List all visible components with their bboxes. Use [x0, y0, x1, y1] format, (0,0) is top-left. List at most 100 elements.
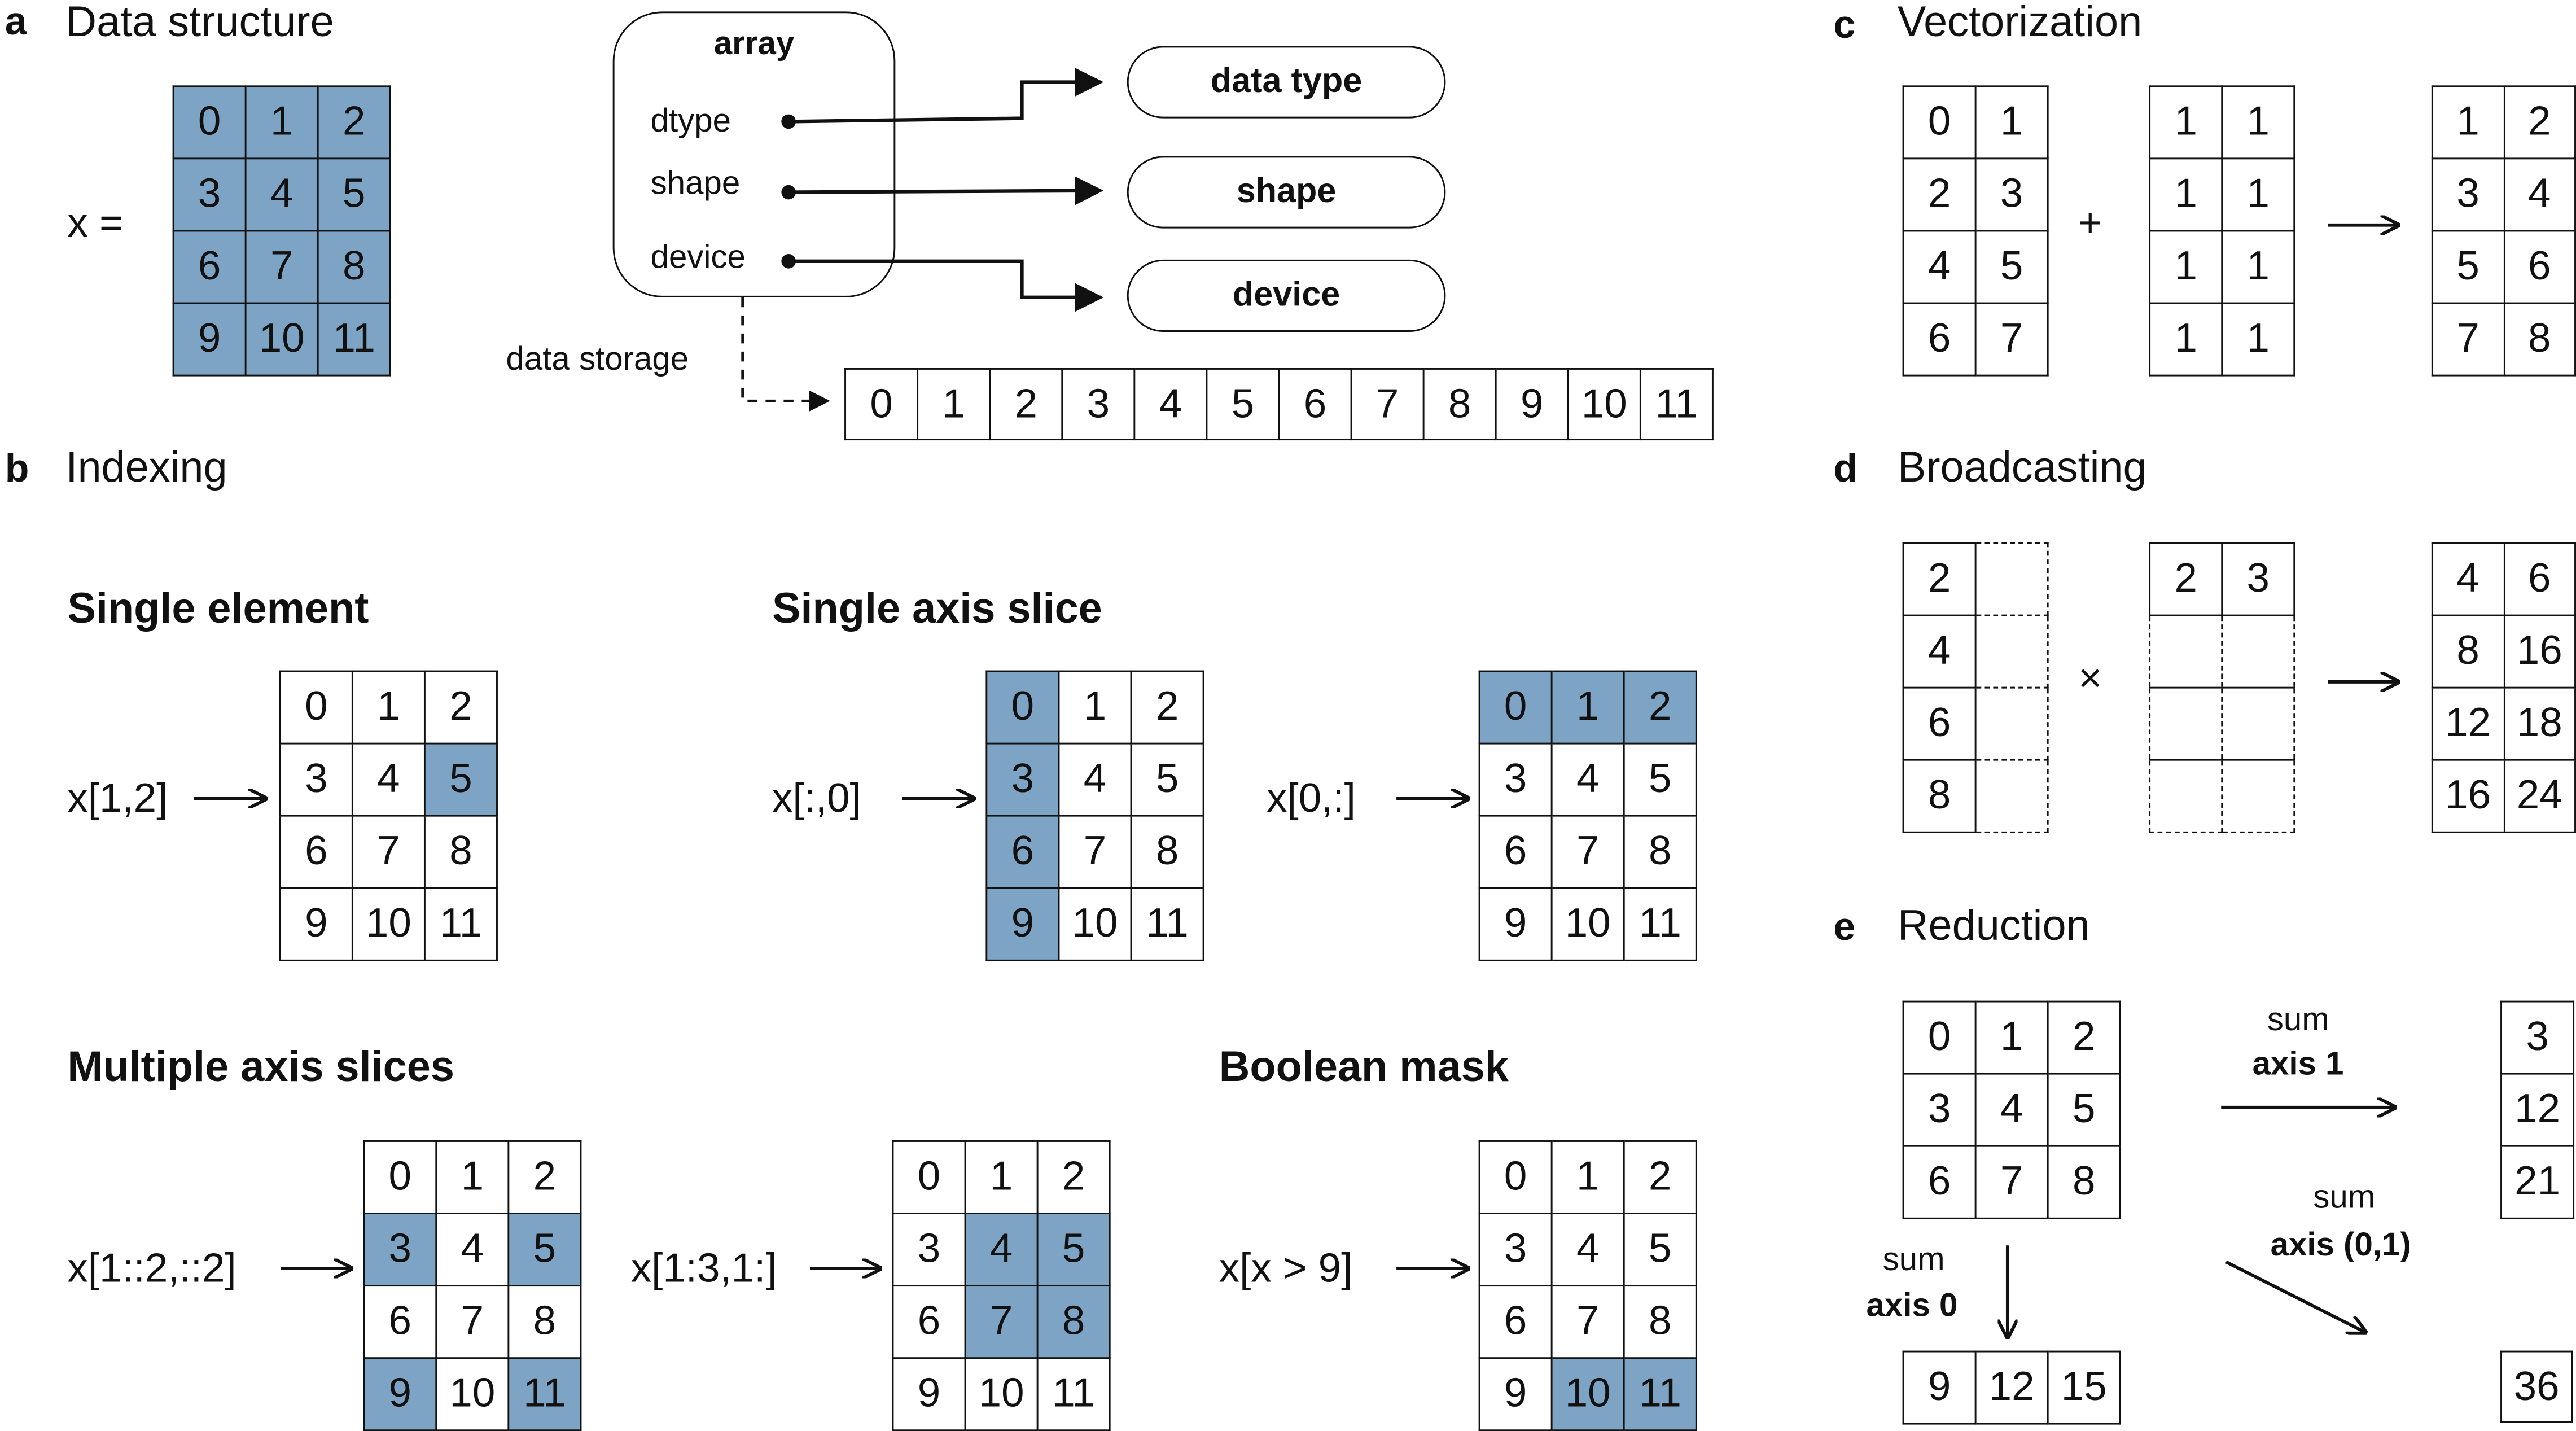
single-axis-heading: Single axis slice [772, 583, 1102, 633]
grid-cell: 2 [1902, 542, 1977, 616]
grid-cell: 2 [2149, 542, 2223, 616]
storage-cell: 1 [917, 367, 991, 441]
grid-cell: 1 [2221, 85, 2295, 160]
grid-cell: 6 [172, 230, 247, 304]
grid-cell: 3 [1478, 742, 1553, 817]
grid-cell: 3 [2431, 157, 2505, 232]
grid-cell: 12 [2500, 1073, 2575, 1147]
grid-cell: 6 [1902, 302, 1977, 377]
data-type-pill: data type [1127, 46, 1446, 119]
storage-cell: 0 [844, 367, 919, 441]
grid-cell: 7 [1058, 815, 1132, 889]
grid-cell: 4 [1550, 742, 1625, 817]
total-value: 36 [2500, 1350, 2573, 1423]
grid-cell: 4 [2503, 157, 2576, 232]
grid-cell: 4 [351, 742, 426, 817]
grid-cell: 3 [363, 1213, 437, 1287]
grid-cell: 9 [985, 887, 1060, 961]
grid-cell: 0 [1478, 670, 1553, 745]
grid-cell: 6 [892, 1285, 966, 1359]
grid-cell: 16 [2431, 759, 2505, 833]
grid-cell: 5 [507, 1213, 582, 1287]
grid-cell: 6 [1478, 815, 1553, 889]
grid-cell: 1 [2149, 157, 2223, 232]
field-device: device [650, 239, 746, 276]
grid-cell: 5 [423, 742, 498, 817]
grid-cell: 1 [2221, 157, 2295, 232]
grid-cell: 9 [1902, 1350, 1977, 1425]
grid-cell: 7 [1974, 1145, 2049, 1219]
grid-cell: 2 [1036, 1140, 1111, 1215]
panel-e-letter: e [1833, 905, 1856, 950]
grid-cell: 9 [1478, 887, 1553, 961]
grid-cell [1974, 759, 2049, 833]
grid-cell: 4 [2431, 542, 2505, 616]
panel-a-title: Data structure [65, 0, 334, 46]
grid-cell: 2 [1623, 670, 1697, 745]
grid-cell: 6 [1902, 1145, 1977, 1219]
grid-cell: 0 [892, 1140, 966, 1215]
grid-cell: 0 [172, 85, 247, 160]
grid-cell: 24 [2503, 759, 2576, 833]
panel-d-letter: d [1833, 447, 1858, 492]
grid-cell: 3 [2221, 542, 2295, 616]
grid-cell: 15 [2047, 1350, 2121, 1425]
grid-cell: 0 [363, 1140, 437, 1215]
grid-cell: 4 [964, 1213, 1039, 1287]
grid-cell: 0 [1902, 1000, 1977, 1075]
grid-cell: 4 [244, 157, 319, 232]
grid-cell: 0 [985, 670, 1060, 745]
grid-cell: 3 [1902, 1073, 1977, 1147]
grid-cell: 7 [1974, 302, 2049, 377]
grid-cell: 6 [1478, 1285, 1553, 1359]
array-object-box [612, 11, 896, 297]
grid-cell: 11 [1623, 1357, 1697, 1431]
grid-cell: 3 [2500, 1000, 2575, 1075]
grid-cell: 5 [317, 157, 391, 232]
grid-cell [2149, 686, 2223, 761]
panel-a-letter: a [5, 0, 27, 45]
storage-cell: 10 [1567, 367, 1641, 441]
grid-cell: 10 [964, 1357, 1039, 1431]
grid-cell: 2 [1623, 1140, 1697, 1215]
multi-axis-heading: Multiple axis slices [67, 1041, 454, 1091]
sum-axis1-label: axis 1 [2252, 1047, 2344, 1083]
grid-cell: 10 [1058, 887, 1132, 961]
storage-cell: 11 [1639, 367, 1714, 441]
grid-cell: 1 [1550, 1140, 1625, 1215]
grid-cell: 1 [2221, 302, 2295, 377]
storage-cell: 6 [1278, 367, 1352, 441]
grid-cell [2221, 759, 2295, 833]
field-shape: shape [650, 165, 741, 203]
grid-cell: 5 [1130, 742, 1204, 817]
grid-cell: 5 [2047, 1073, 2121, 1147]
grid-cell: 6 [2503, 230, 2576, 304]
grid-cell: 1 [351, 670, 426, 745]
grid-cell: 2 [1130, 670, 1204, 745]
grid-cell: 8 [1902, 759, 1977, 833]
sum-axis01-word: sum [2313, 1179, 2376, 1216]
storage-connector [741, 297, 830, 412]
grid-cell: 10 [435, 1357, 510, 1431]
storage-cell: 7 [1350, 367, 1425, 441]
storage-cell: 9 [1495, 367, 1569, 441]
grid-cell: 4 [1902, 614, 1977, 689]
sum-axis1-word: sum [2267, 1002, 2329, 1039]
shape-pill: shape [1127, 156, 1446, 229]
grid-cell [1974, 614, 2049, 689]
grid-cell: 9 [279, 887, 353, 961]
grid-cell: 11 [1130, 887, 1204, 961]
grid-cell: 7 [244, 230, 319, 304]
grid-cell: 4 [1974, 1073, 2049, 1147]
panel-b-letter: b [5, 447, 29, 492]
grid-cell: 8 [1130, 815, 1204, 889]
grid-cell: 10 [244, 302, 319, 377]
